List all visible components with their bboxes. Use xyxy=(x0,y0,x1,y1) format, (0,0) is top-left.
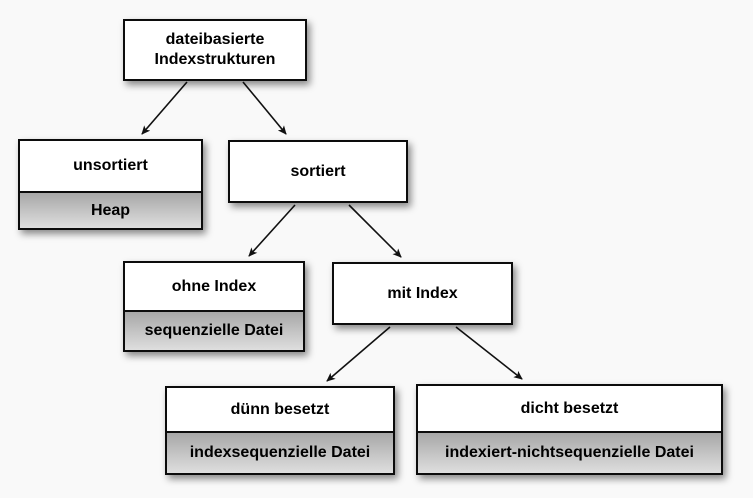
edge-sorted-with-index xyxy=(348,204,402,258)
node-unsortiert: unsortiert Heap xyxy=(18,139,203,230)
edge-root-unsorted xyxy=(141,81,188,135)
node-duenn-besetzt: dünn besetzt indexsequenzielle Datei xyxy=(165,386,395,475)
node-dicht-besetzt: dicht besetzt indexiert-nichtsequenziell… xyxy=(416,384,723,475)
node-dateibasierte-indexstrukturen: dateibasierte Indexstrukturen xyxy=(123,19,307,81)
node-ohne-index: ohne Index sequenzielle Datei xyxy=(123,261,305,352)
node-label: dateibasierte Indexstrukturen xyxy=(154,31,276,68)
node-label: ohne Index xyxy=(171,277,257,295)
node-sublabel: indexsequenzielle Datei xyxy=(167,431,393,473)
node-mit-index: mit Index xyxy=(332,262,513,325)
node-sortiert: sortiert xyxy=(228,140,408,203)
node-sublabel: Heap xyxy=(20,191,201,228)
node-label: dicht besetzt xyxy=(520,399,619,417)
node-sublabel: sequenzielle Datei xyxy=(125,310,303,350)
edge-with-index-sparse xyxy=(326,326,391,382)
edge-sorted-no-index xyxy=(248,204,296,257)
node-sublabel: indexiert-nichtsequenzielle Datei xyxy=(418,431,721,473)
edge-with-index-dense xyxy=(455,326,523,380)
edge-root-sorted xyxy=(242,81,287,135)
node-label: sortiert xyxy=(290,162,346,180)
node-label: unsortiert xyxy=(73,157,148,174)
node-label: mit Index xyxy=(387,284,458,302)
node-label: dünn besetzt xyxy=(230,400,330,418)
